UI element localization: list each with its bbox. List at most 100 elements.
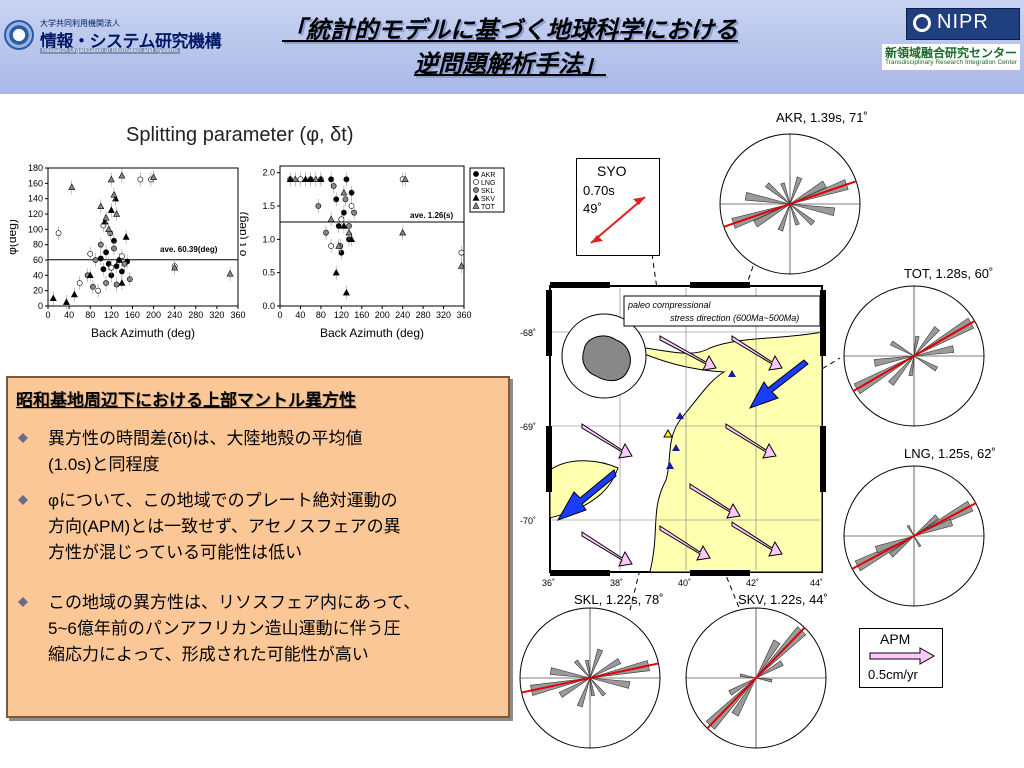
diamond-bullet-icon xyxy=(18,597,28,607)
rose-petal xyxy=(764,182,791,205)
data-point-tot xyxy=(113,210,121,217)
y-tick-label: 2.0 xyxy=(262,168,275,178)
apm-label: APM xyxy=(880,631,911,647)
y-tick-label: 140 xyxy=(28,194,43,204)
x-tick-label: 120 xyxy=(104,310,119,320)
data-point-lng xyxy=(297,176,304,183)
y-axis-label: δ t (deg) xyxy=(240,212,249,257)
y-tick-label: 180 xyxy=(28,163,43,173)
rose-petal xyxy=(890,340,915,357)
x-tick-label: 360 xyxy=(230,310,245,320)
data-point-lng xyxy=(137,176,144,183)
mean-direction-line xyxy=(851,502,977,570)
rose-label-lng: LNG, 1.25s, 62˚ xyxy=(904,446,996,461)
rose-petal xyxy=(739,673,757,679)
data-point-lng xyxy=(87,250,94,257)
rois-emblem-icon xyxy=(4,20,34,50)
slide-title-line2: 逆問題解析手法」 xyxy=(414,51,606,78)
apm-arrow-west xyxy=(556,469,617,521)
rose-label-tot: TOT, 1.28s, 60˚ xyxy=(904,266,994,281)
data-point-skl xyxy=(315,203,322,209)
lon-label: 38˚ xyxy=(610,578,623,588)
data-point-skv xyxy=(107,206,115,213)
rose-diagram-akr xyxy=(719,133,861,275)
y-tick-label: 40 xyxy=(33,270,43,280)
syo-phi: 49˚ xyxy=(583,201,602,216)
y-tick-label: 80 xyxy=(33,240,43,250)
slide-title: 「統計的モデルに基づく地球科学における 逆問題解析手法」 xyxy=(200,14,820,82)
rose-petal xyxy=(789,203,836,217)
rose-petal xyxy=(744,191,791,205)
data-point-tot xyxy=(291,175,299,183)
rose-petal xyxy=(753,203,791,228)
data-point-lng xyxy=(328,243,335,249)
chart-annotation: ave. 60.39(deg) xyxy=(160,245,218,254)
y-tick-label: 20 xyxy=(33,286,43,296)
lat-label: -70˚ xyxy=(520,516,536,526)
diamond-bullet-icon xyxy=(18,433,28,443)
rose-petal xyxy=(780,182,791,205)
data-point-skv xyxy=(115,256,123,263)
rose-petal xyxy=(908,355,915,377)
data-point-lng xyxy=(348,203,355,209)
rose-petal xyxy=(888,355,915,386)
data-point-tot xyxy=(340,188,348,196)
rose-petal xyxy=(589,677,607,697)
lon-label: 42˚ xyxy=(746,578,759,588)
nipr-logo-text: NIPR xyxy=(937,11,989,33)
syo-box: SYO 0.70s 49˚ xyxy=(576,158,660,256)
rois-logo-english: Research Organization of Information and… xyxy=(40,48,181,54)
chart-annotation: ave. 1.26(s) xyxy=(410,211,453,220)
rose-petal xyxy=(589,677,596,697)
info-bullet-3: この地域の異方性は、リソスフェア内にあって、 5~6億年前のパンアフリカン造山運… xyxy=(18,590,498,668)
data-point-skl xyxy=(92,257,99,263)
y-tick-label: 60 xyxy=(33,255,43,265)
rose-petal xyxy=(906,524,915,537)
data-point-tot xyxy=(102,213,110,221)
trc-logo-english: Transdisciplinary Research Integration C… xyxy=(885,59,1017,66)
data-point-skl xyxy=(113,281,120,288)
data-point-tot xyxy=(107,175,115,183)
data-point-skv xyxy=(340,222,348,229)
y-tick-label: 1.0 xyxy=(262,234,275,244)
data-point-skl xyxy=(111,245,117,252)
map-land xyxy=(625,331,823,573)
data-point-akr xyxy=(100,266,107,273)
bullet-line: φについて、この地域でのプレート絶対運動の xyxy=(48,491,398,510)
bullet-line: 異方性の時間差(δt)は、大陸地殻の平均値 xyxy=(48,429,363,448)
x-tick-label: 320 xyxy=(436,310,451,320)
mean-direction-line xyxy=(521,662,659,694)
legend-marker-lng xyxy=(473,179,479,185)
mean-direction-line xyxy=(706,626,806,730)
data-point-lng xyxy=(76,280,83,286)
data-point-tot xyxy=(399,228,407,236)
x-tick-label: 200 xyxy=(375,310,390,320)
x-tick-label: 80 xyxy=(85,310,95,320)
legend-marker-skl xyxy=(473,187,479,193)
bullet-line: 方性が混じっている可能性は低い xyxy=(48,543,303,562)
info-box: 昭和基地周辺下における上部マントル異方性 異方性の時間差(δt)は、大陸地殻の平… xyxy=(6,376,510,718)
data-point-skv xyxy=(342,288,350,296)
lat-label: -69˚ xyxy=(520,422,536,432)
rose-petal xyxy=(728,677,757,696)
rose-petal xyxy=(731,677,757,717)
header-bar: 大学共同利用機関法人 情報・システム研究機構 Research Organiza… xyxy=(0,0,1024,94)
data-point-skl xyxy=(351,209,358,216)
data-point-tot xyxy=(327,215,335,223)
mean-direction-line xyxy=(852,320,976,392)
rose-label-skl: SKL, 1.22s, 78˚ xyxy=(574,592,664,607)
rose-petal xyxy=(589,648,604,679)
lon-label: 36˚ xyxy=(542,578,555,588)
nipr-emblem-icon xyxy=(913,14,931,32)
rose-petal xyxy=(558,677,591,698)
x-tick-label: 160 xyxy=(125,310,140,320)
rose-petal xyxy=(913,326,940,357)
data-point-skv xyxy=(332,268,340,276)
y-tick-label: 0.5 xyxy=(262,268,275,278)
legend-marker-skv xyxy=(472,194,480,201)
data-point-tot xyxy=(345,228,353,236)
data-point-skv xyxy=(70,290,78,298)
rose-diagram-tot xyxy=(843,285,985,427)
lon-label: 44˚ xyxy=(810,578,823,588)
data-point-akr xyxy=(103,249,109,256)
